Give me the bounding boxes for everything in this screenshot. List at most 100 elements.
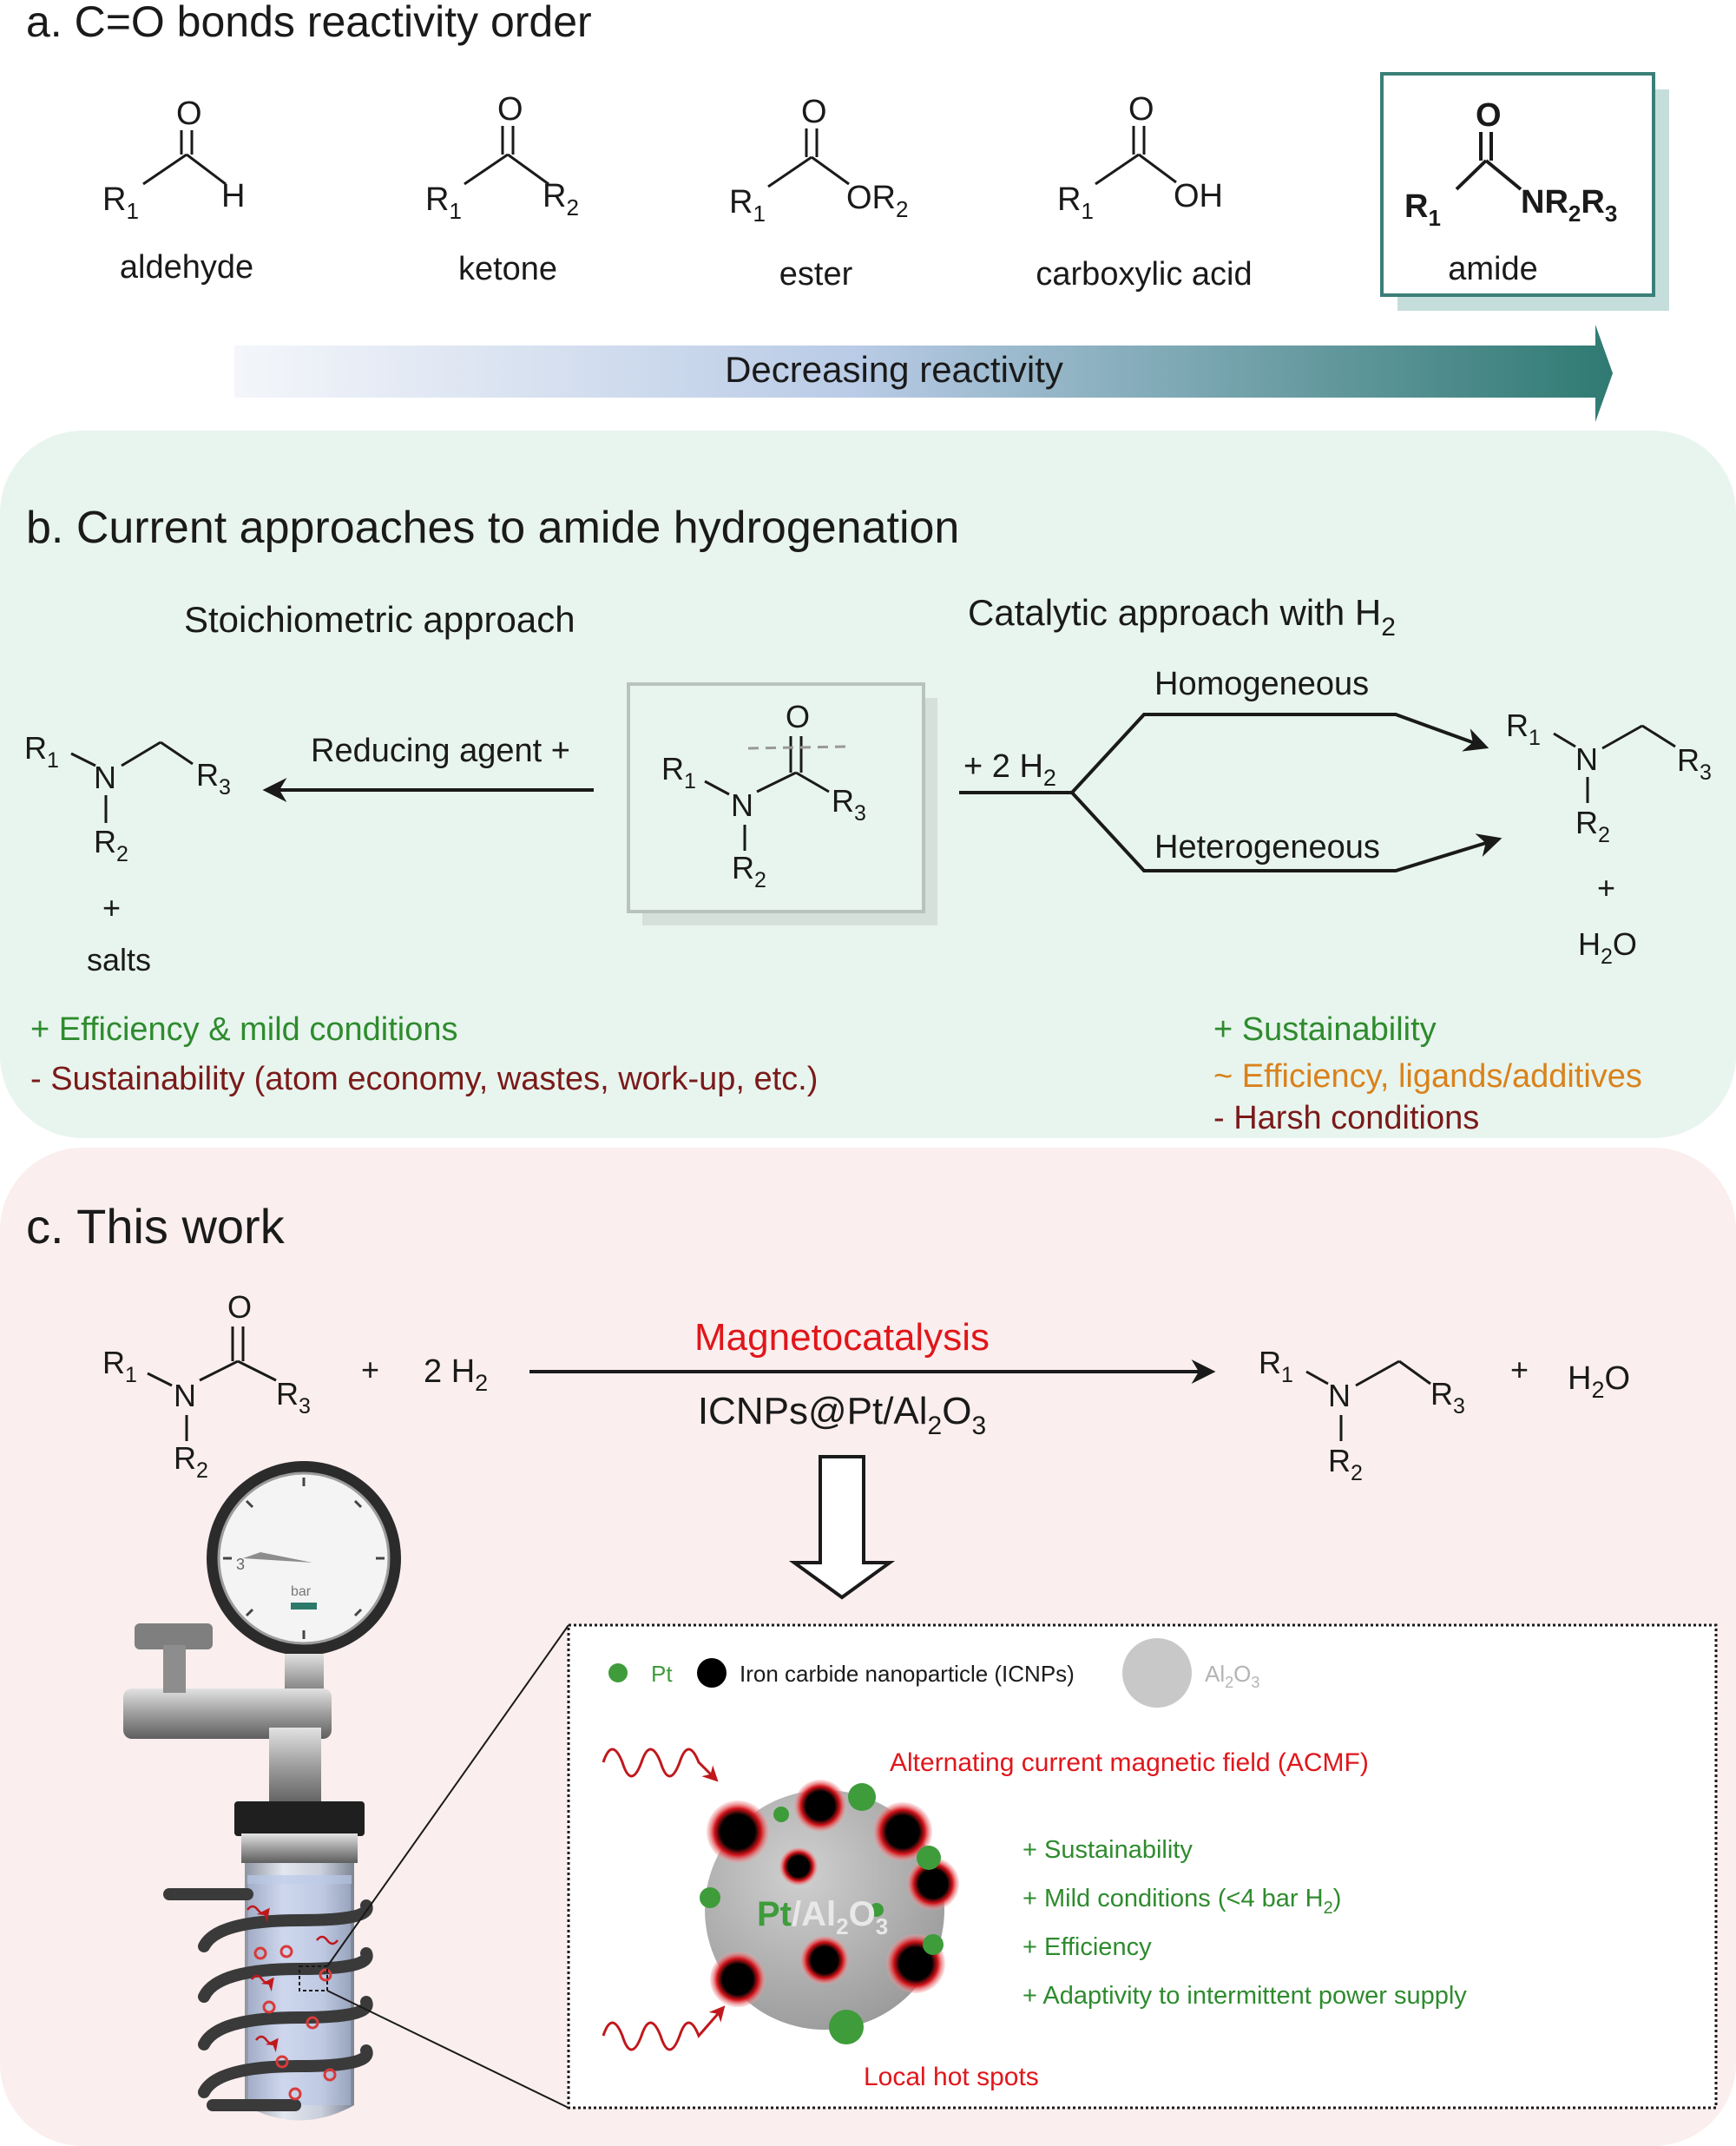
svg-text:R3: R3 — [1677, 742, 1712, 785]
svg-text:R1: R1 — [661, 751, 696, 793]
hot-spots-label: Local hot spots — [864, 2063, 1039, 2091]
ketone-r2: R2 — [542, 178, 579, 221]
legend-pt-marker — [608, 1663, 628, 1682]
heterogeneous-label: Heterogeneous — [1154, 829, 1380, 866]
catalytic-mid-1: ~ Efficiency, ligands/additives — [1213, 1058, 1642, 1095]
ester-r1: R1 — [729, 184, 766, 227]
amide-r1: R1 — [1404, 188, 1441, 231]
valve-body — [123, 1688, 332, 1739]
svg-text:O: O — [227, 1289, 252, 1325]
ketone-label: ketone — [458, 251, 557, 287]
amide-o: O — [1476, 97, 1502, 134]
zoom-line-bottom — [326, 1990, 569, 2109]
stoich-amine-product: R1 N R3 R2 + salts — [24, 730, 231, 978]
stoich-pro-1: + Efficiency & mild conditions — [30, 1011, 457, 1048]
reaction-h2: 2 H2 — [424, 1353, 488, 1396]
catalytic-con-1: - Harsh conditions — [1213, 1100, 1479, 1136]
ester-o: O — [801, 94, 827, 130]
ester-or2: OR2 — [846, 180, 908, 222]
zoom-line-top — [326, 1624, 569, 1967]
catalytic-plus: + — [1597, 870, 1615, 905]
aldehyde-structure: O R1 H aldehyde — [102, 95, 253, 286]
pt-particles — [700, 1783, 944, 2044]
legend-alumina-marker — [1122, 1638, 1192, 1708]
reactivity-arrow-label: Decreasing reactivity — [725, 349, 1063, 390]
svg-text:R1: R1 — [1259, 1345, 1293, 1387]
aldehyde-r1: R1 — [102, 181, 139, 224]
panel-a: a. C=O bonds reactivity order O R1 H ald… — [26, 0, 1669, 422]
gauge-number: 3 — [236, 1556, 245, 1573]
amide-highlight: O R1 NR2R3 amide — [1380, 72, 1669, 311]
amide-label: amide — [1448, 251, 1538, 287]
acmf-wave-top — [602, 1748, 719, 1782]
svg-text:R1: R1 — [24, 730, 59, 773]
aldehyde-label: aldehyde — [120, 249, 253, 286]
catalytic-water: H2O — [1578, 926, 1637, 969]
homogeneous-arrow — [1070, 713, 1489, 794]
svg-text:R2: R2 — [732, 850, 766, 892]
svg-text:R2: R2 — [1575, 805, 1610, 847]
reactor-tube — [245, 1863, 354, 2121]
pressure-gauge-face — [217, 1471, 391, 1645]
sphere-label: Pt/Al2O3 — [757, 1895, 888, 1939]
ester-label: ester — [779, 256, 853, 293]
svg-text:R1: R1 — [102, 1345, 137, 1387]
reaction-plus-2: + — [1510, 1352, 1529, 1387]
tube-heat-waves — [247, 1905, 339, 2053]
svg-text:N: N — [1575, 741, 1598, 777]
catalyst-sphere: Pt/Al2O3 — [700, 1780, 959, 2044]
svg-text:N: N — [94, 760, 116, 795]
svg-text:N: N — [1328, 1378, 1351, 1413]
svg-text:R1: R1 — [1506, 708, 1541, 750]
panel-b-title: b. Current approaches to amide hydrogena… — [26, 503, 959, 553]
stoich-heading: Stoichiometric approach — [184, 599, 575, 640]
panel-b: b. Current approaches to amide hydrogena… — [0, 431, 1736, 1138]
catalytic-amine-product: R1 N R3 R2 + H2O — [1506, 708, 1712, 969]
catalytic-pro-1: + Sustainability — [1213, 1011, 1437, 1048]
reaction-plus-1: + — [361, 1352, 379, 1387]
legend-pt-label: Pt — [651, 1661, 673, 1687]
ketone-r1: R1 — [425, 181, 462, 224]
ester-structure: O R1 OR2 ester — [729, 94, 908, 293]
svg-text:N: N — [174, 1378, 196, 1413]
reactant-amide: O R1 N R3 R2 — [102, 1289, 311, 1483]
valve-handle — [135, 1623, 213, 1649]
panel-c-title: c. This work — [26, 1199, 286, 1254]
aldehyde-h: H — [221, 178, 245, 214]
acmf-wave-bottom — [602, 2005, 726, 2051]
zoom-region — [299, 1965, 328, 1991]
induction-coil — [163, 1888, 373, 2111]
benefit-1: + Sustainability — [1023, 1836, 1193, 1864]
central-amide-box — [627, 682, 925, 913]
svg-text:R3: R3 — [832, 783, 866, 826]
catalytic-heading: Catalytic approach with H2 — [968, 592, 1396, 642]
benefit-2: + Mild conditions (<4 bar H2) — [1023, 1885, 1341, 1918]
panel-a-title: a. C=O bonds reactivity order — [26, 0, 592, 46]
svg-text:R3: R3 — [276, 1376, 311, 1419]
svg-text:R2: R2 — [94, 824, 128, 866]
acid-label: carboxylic acid — [1036, 256, 1252, 293]
legend-alumina-label: Al2O3 — [1205, 1661, 1259, 1691]
tube-particles — [253, 1945, 337, 2101]
product-amine: R1 N R3 R2 — [1259, 1345, 1465, 1485]
legend-icnp-label: Iron carbide nanoparticle (ICNPs) — [740, 1661, 1075, 1687]
heterogeneous-arrow — [1070, 791, 1503, 872]
benefit-3: + Efficiency — [1023, 1933, 1152, 1961]
homogeneous-label: Homogeneous — [1154, 666, 1369, 702]
acid-r1: R1 — [1057, 181, 1094, 224]
catalyst-label: ICNPs@Pt/Al2O3 — [698, 1390, 986, 1440]
svg-text:R2: R2 — [1328, 1443, 1363, 1485]
carboxylic-acid-structure: O R1 OH carboxylic acid — [1036, 91, 1252, 293]
hollow-down-arrow — [788, 1455, 896, 1600]
acid-o: O — [1128, 91, 1154, 128]
svg-text:N: N — [731, 787, 753, 823]
central-amide-structure: O R1 N R3 R2 — [661, 699, 866, 892]
stoich-plus: + — [102, 890, 121, 925]
gauge-unit: bar — [291, 1584, 312, 1599]
stoich-con-1: - Sustainability (atom economy, wastes, … — [30, 1061, 818, 1097]
benefits-list: + Sustainability + Mild conditions (<4 b… — [1023, 1836, 1467, 2010]
stoich-salts: salts — [87, 942, 151, 978]
reactor-lid — [234, 1801, 365, 1836]
legend-icnp-marker — [697, 1658, 727, 1688]
